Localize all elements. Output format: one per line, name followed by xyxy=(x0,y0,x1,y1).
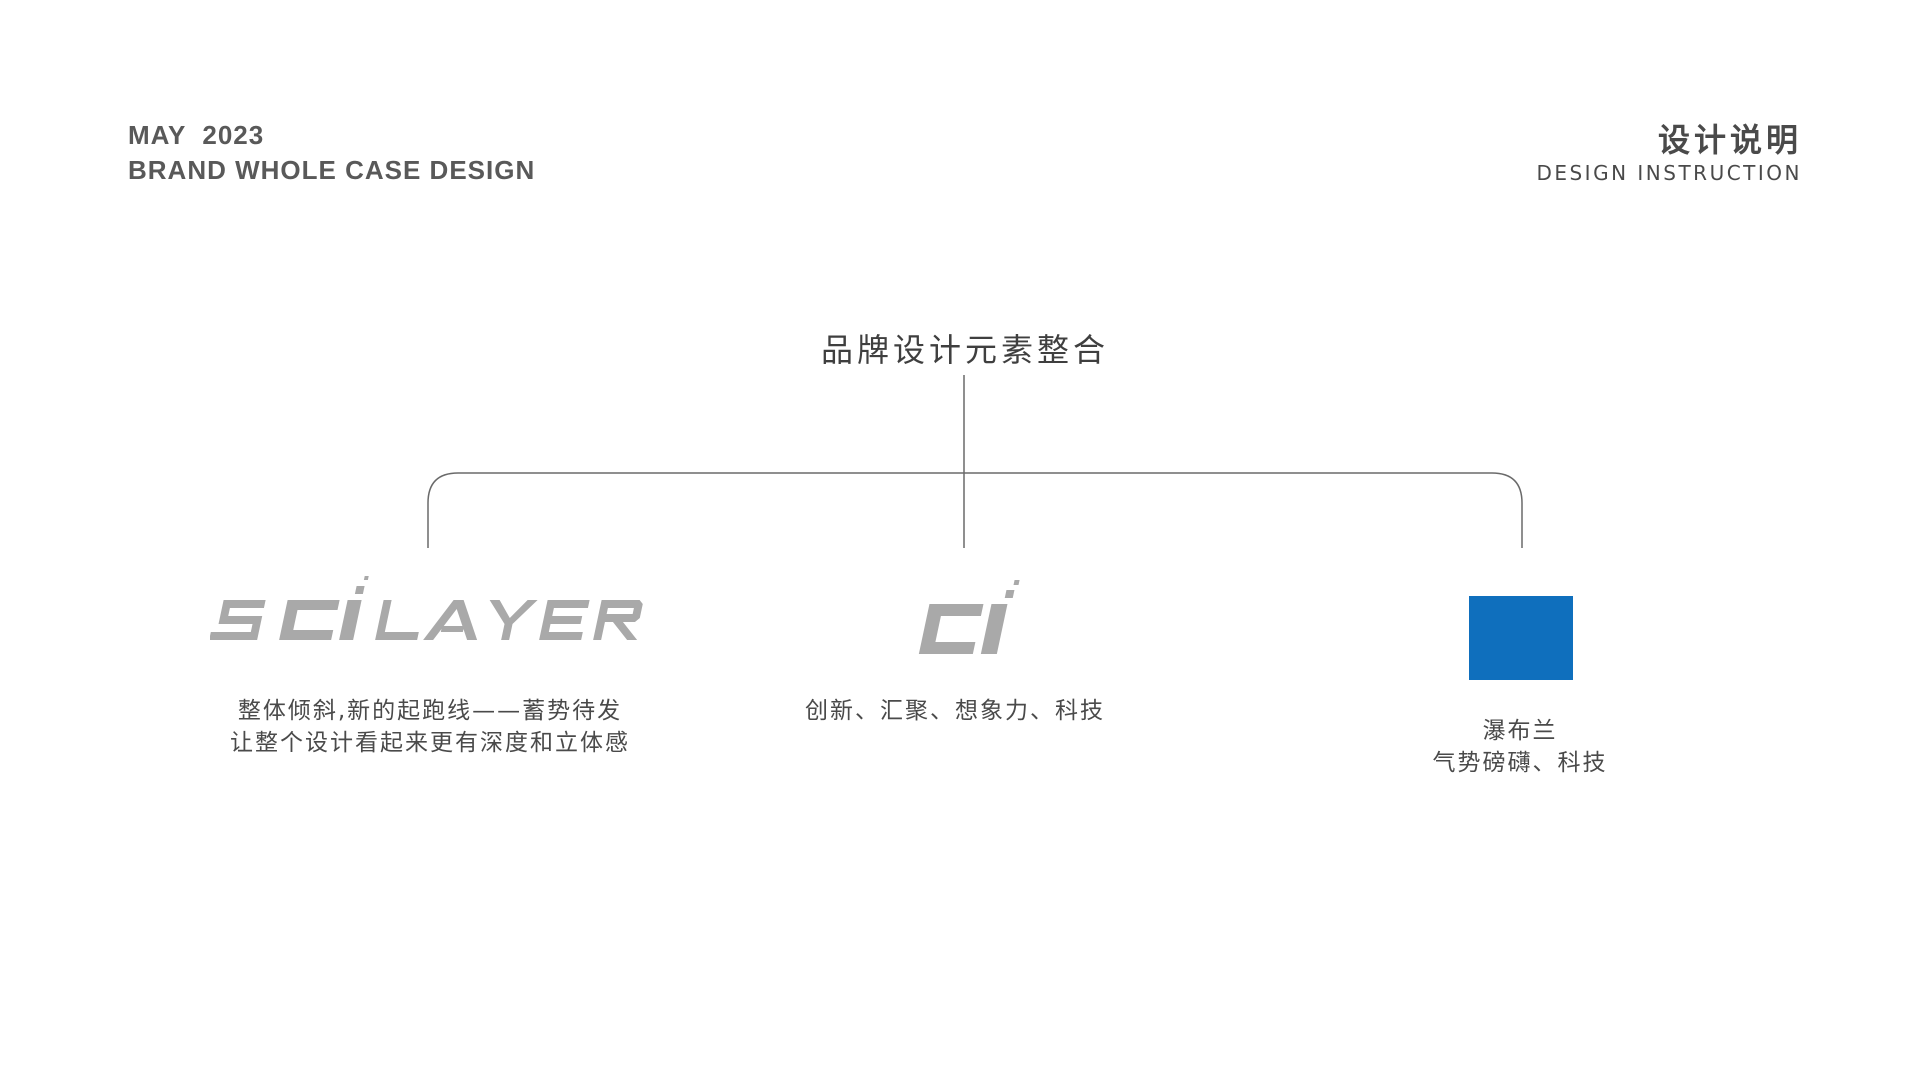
header-left: MAY 2023 BRAND WHOLE CASE DESIGN xyxy=(128,118,535,188)
scilayer-logo xyxy=(209,570,660,660)
caption-scilayer-line1: 整体倾斜,新的起跑线——蓄势待发 xyxy=(237,698,623,724)
caption-ci-line1: 创新、汇聚、想象力、科技 xyxy=(805,698,1105,724)
color-swatch-blue xyxy=(1469,596,1573,680)
ci-logo-graphic xyxy=(918,580,1020,654)
section-title-en: DESIGN INSTRUCTION xyxy=(1536,161,1802,185)
header-subtitle: BRAND WHOLE CASE DESIGN xyxy=(128,155,536,185)
caption-color-line2: 气势磅礴、科技 xyxy=(1432,750,1608,776)
page-title: 品牌设计元素整合 xyxy=(820,331,1109,369)
header-date: MAY 2023 xyxy=(128,120,265,150)
caption-color: 瀑布兰 气势磅礴、科技 xyxy=(1370,715,1670,779)
caption-scilayer-line2: 让整个设计看起来更有深度和立体感 xyxy=(230,730,630,756)
caption-color-line1: 瀑布兰 xyxy=(1482,718,1558,744)
header-right: 设计说明 DESIGN INSTRUCTION xyxy=(1536,120,1802,186)
scilayer-logo-graphic xyxy=(209,576,643,640)
caption-scilayer: 整体倾斜,新的起跑线——蓄势待发 让整个设计看起来更有深度和立体感 xyxy=(170,695,690,759)
caption-ci: 创新、汇聚、想象力、科技 xyxy=(745,695,1165,727)
connector-bracket xyxy=(427,472,1523,548)
ci-logo xyxy=(905,578,1035,668)
section-title-cn: 设计说明 xyxy=(1657,121,1802,159)
